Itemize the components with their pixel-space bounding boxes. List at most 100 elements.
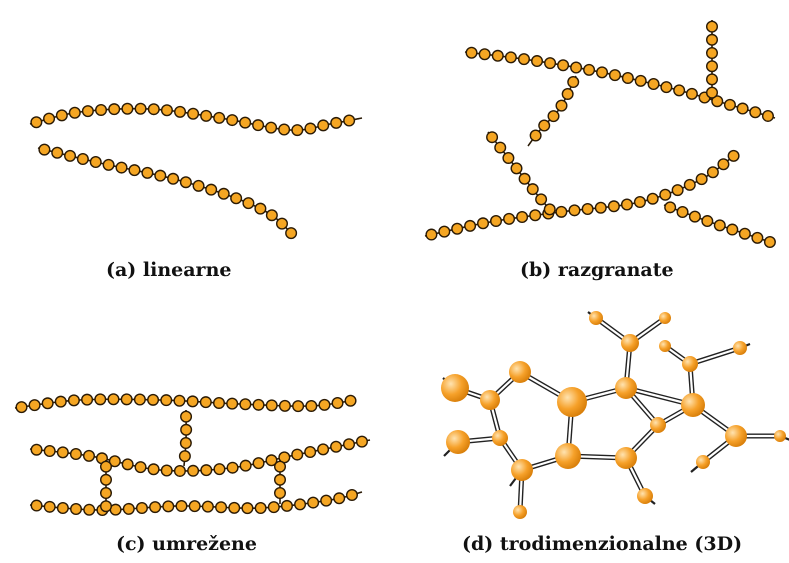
- monomer-bead: [529, 129, 542, 142]
- monomer-bead: [304, 445, 317, 458]
- monomer-bead: [738, 227, 751, 240]
- monomer-bead: [355, 435, 368, 448]
- monomer-bead: [226, 114, 239, 127]
- monomer-bead: [99, 487, 112, 500]
- monomer-bead: [673, 84, 686, 97]
- branched-side-right: [663, 201, 776, 248]
- network-node: [557, 387, 587, 417]
- crosslinked-chain-2: [29, 435, 371, 477]
- monomer-bead: [494, 141, 507, 154]
- monomer-bead: [570, 61, 583, 74]
- monomer-bead: [567, 75, 580, 88]
- monomer-bead: [438, 225, 451, 238]
- network-node: [509, 361, 531, 383]
- monomer-bead: [254, 501, 267, 514]
- caption-linear: (a) linearne: [106, 259, 232, 281]
- monomer-bead: [265, 209, 278, 222]
- monomer-bead: [659, 188, 672, 201]
- network-node: [682, 356, 698, 372]
- monomer-bead: [133, 393, 146, 406]
- monomer-bead: [688, 210, 701, 223]
- network-node: [511, 459, 533, 481]
- monomer-bead: [330, 440, 343, 453]
- monomer-bead: [121, 458, 134, 471]
- monomer-bead: [711, 95, 724, 108]
- network-node: [446, 430, 470, 454]
- monomer-bead: [226, 461, 239, 474]
- network-node: [492, 430, 508, 446]
- monomer-bead: [695, 173, 708, 186]
- monomer-bead: [547, 110, 560, 123]
- monomer-bead: [89, 156, 102, 169]
- monomer-bead: [317, 119, 330, 132]
- monomer-bead: [267, 501, 280, 514]
- monomer-bead: [107, 393, 120, 406]
- monomer-bead: [345, 489, 358, 502]
- monomer-bead: [478, 48, 491, 61]
- monomer-bead: [81, 393, 94, 406]
- monomer-bead: [43, 445, 56, 458]
- monomer-bead: [555, 205, 568, 218]
- monomer-bead: [83, 503, 96, 516]
- network-node: [441, 374, 469, 402]
- monomer-bead: [502, 151, 515, 164]
- monomer-bead: [751, 231, 764, 244]
- network-nodes: [441, 311, 786, 519]
- monomer-bead: [531, 55, 544, 68]
- crosslink-2: [99, 460, 112, 513]
- monomer-bead: [294, 498, 307, 511]
- monomer-bead: [241, 502, 254, 515]
- monomer-bead: [706, 86, 719, 99]
- monomer-bead: [647, 77, 660, 90]
- monomer-bead: [99, 473, 112, 486]
- monomer-bead: [115, 161, 128, 174]
- monomer-bead: [76, 152, 89, 165]
- monomer-bead: [676, 205, 689, 218]
- monomer-bead: [317, 443, 330, 456]
- monomer-bead: [621, 71, 634, 84]
- monomer-bead: [200, 109, 213, 122]
- monomer-bead: [135, 502, 148, 515]
- monomer-bead: [68, 106, 81, 119]
- monomer-bead: [30, 499, 43, 512]
- monomer-bead: [179, 436, 192, 449]
- monomer-bead: [67, 394, 80, 407]
- monomer-bead: [188, 500, 201, 513]
- monomer-bead: [120, 393, 133, 406]
- monomer-bead: [535, 193, 548, 206]
- monomer-bead: [557, 59, 570, 72]
- monomer-bead: [504, 51, 517, 64]
- crosslinked-chain-3: [29, 489, 363, 517]
- branched-side-up: [486, 131, 556, 216]
- monomer-bead: [228, 501, 241, 514]
- monomer-bead: [108, 103, 121, 116]
- crosslink-1: [178, 409, 193, 467]
- monomer-bead: [254, 202, 267, 215]
- network-node: [637, 488, 653, 504]
- monomer-bead: [99, 460, 112, 473]
- monomer-bead: [749, 106, 762, 119]
- monomer-bead: [465, 46, 478, 59]
- monomer-bead: [274, 460, 287, 473]
- monomer-bead: [230, 192, 243, 205]
- monomer-bead: [56, 446, 69, 459]
- monomer-bead: [538, 119, 551, 132]
- monomer-bead: [252, 119, 265, 132]
- monomer-bead: [213, 463, 226, 476]
- monomer-bead: [526, 183, 539, 196]
- monomer-bead: [646, 192, 659, 205]
- monomer-bead: [490, 214, 503, 227]
- monomer-bead: [54, 395, 67, 408]
- monomer-bead: [64, 149, 77, 162]
- monomer-bead: [517, 53, 530, 66]
- caption-branched: (b) razgranate: [520, 259, 674, 281]
- monomer-bead: [160, 464, 173, 477]
- monomer-bead: [568, 204, 581, 217]
- monomer-bead: [544, 57, 557, 70]
- monomer-bead: [713, 219, 726, 232]
- monomer-bead: [274, 487, 287, 500]
- monomer-bead: [212, 396, 225, 409]
- monomer-bead: [217, 187, 230, 200]
- branched-side-vertical: [706, 20, 719, 100]
- monomer-bead: [265, 454, 278, 467]
